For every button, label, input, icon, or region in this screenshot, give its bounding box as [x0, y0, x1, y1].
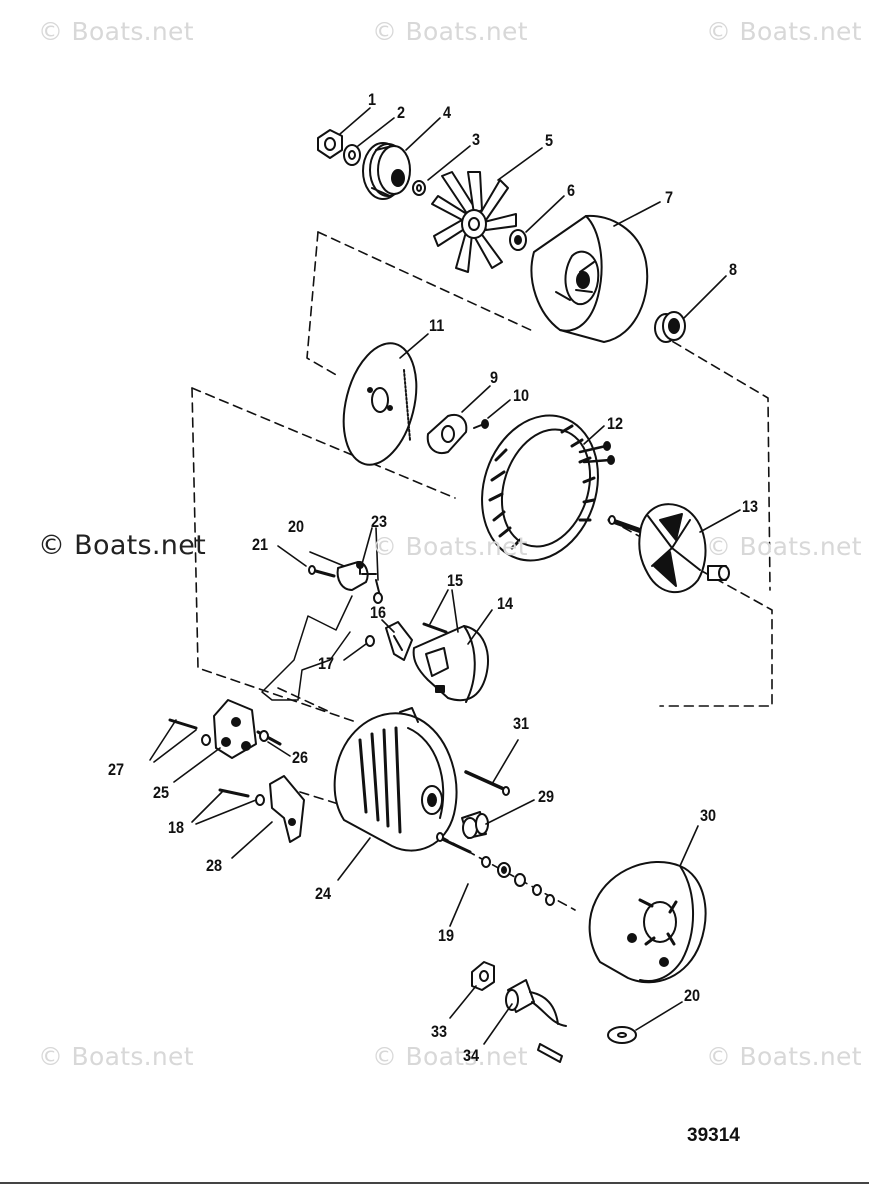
watermark-middle-left: © Boats.net [38, 530, 207, 561]
callout-18: 18 [168, 818, 185, 837]
part-3-spacer [412, 180, 426, 196]
callout-20: 20 [684, 986, 701, 1005]
part-33-nut [471, 961, 495, 991]
part-34-capacitor [505, 979, 567, 1063]
watermark-bottom-left: © Boats.net [38, 1042, 194, 1071]
part-12-stator [481, 414, 615, 562]
part-32-bolt [464, 770, 510, 796]
part-2-washer [343, 144, 361, 166]
callout-30: 29 [538, 787, 555, 806]
callout-16: 16 [370, 603, 387, 622]
part-11-plate [342, 342, 418, 466]
callout-15: 15 [447, 571, 464, 590]
part-10-screw [473, 419, 489, 429]
callout-33: 33 [431, 1022, 448, 1041]
part-29-rear-housing [333, 707, 458, 852]
callout-8: 8 [729, 260, 738, 279]
bottom-divider [0, 1182, 869, 1184]
callout-14: 14 [497, 594, 514, 613]
callout-32: 31 [513, 714, 530, 733]
part-30-bushing [461, 811, 489, 839]
part-23-screw [308, 565, 336, 578]
watermark-middle-right: © Boats.net [706, 532, 862, 561]
wire-loop [261, 595, 353, 701]
callout-26: 26 [292, 748, 309, 767]
part-13-rotor [607, 503, 730, 594]
callout-1: 1 [368, 90, 377, 109]
part-25-terminal-block [213, 699, 257, 759]
callout-21: 20 [288, 517, 305, 536]
callout-31: 30 [700, 806, 717, 825]
part-27-screws [168, 718, 211, 746]
part-28-bracket [269, 775, 305, 843]
callout-24: 23 [371, 512, 388, 531]
callout-3: 3 [472, 130, 481, 149]
part-20-washer [607, 1026, 637, 1044]
watermark-bottom-center: © Boats.net [372, 1042, 528, 1071]
callout-19: 19 [438, 926, 455, 945]
part-18-screws [218, 788, 265, 806]
part-6-spacer [509, 229, 527, 251]
watermark-middle-center: © Boats.net [372, 532, 528, 561]
part-8-bearing [654, 311, 686, 343]
callout-10: 10 [513, 386, 530, 405]
callout-6: 6 [567, 181, 576, 200]
part-17-washer [365, 635, 375, 647]
watermark-top-left: © Boats.net [38, 17, 194, 46]
part-7-front-housing [530, 214, 649, 343]
callout-34: 34 [463, 1046, 480, 1065]
callout-23: 21 [252, 535, 269, 554]
part-26-screw [256, 730, 282, 746]
part-5-fan [431, 171, 517, 273]
callout-29: 24 [315, 884, 332, 903]
watermark-top-right: © Boats.net [706, 17, 862, 46]
callout-4: 4 [443, 103, 452, 122]
callout-7: 7 [665, 188, 674, 207]
part-9-retainer [426, 414, 468, 454]
callout-9: 9 [490, 368, 499, 387]
callout-12: 12 [607, 414, 624, 433]
callout-5: 5 [545, 131, 554, 150]
callout-17: 17 [318, 654, 335, 673]
part-14-brush-holder [412, 625, 489, 703]
callout-25: 25 [153, 783, 170, 802]
callout-13: 13 [742, 497, 759, 516]
callout-11: 11 [429, 316, 445, 335]
watermark-top-center: © Boats.net [372, 17, 528, 46]
leader-lines [149, 107, 741, 1045]
callout-28: 28 [206, 856, 223, 875]
part-1-nut [317, 129, 343, 159]
callout-27: 27 [108, 760, 125, 779]
part-31-end-frame [588, 861, 707, 984]
part-4-pulley [362, 142, 411, 200]
watermark-bottom-right: © Boats.net [706, 1042, 862, 1071]
callout-2: 2 [397, 103, 406, 122]
figure-number: 39314 [687, 1125, 740, 1146]
part-19-terminal-hardware [436, 832, 555, 906]
